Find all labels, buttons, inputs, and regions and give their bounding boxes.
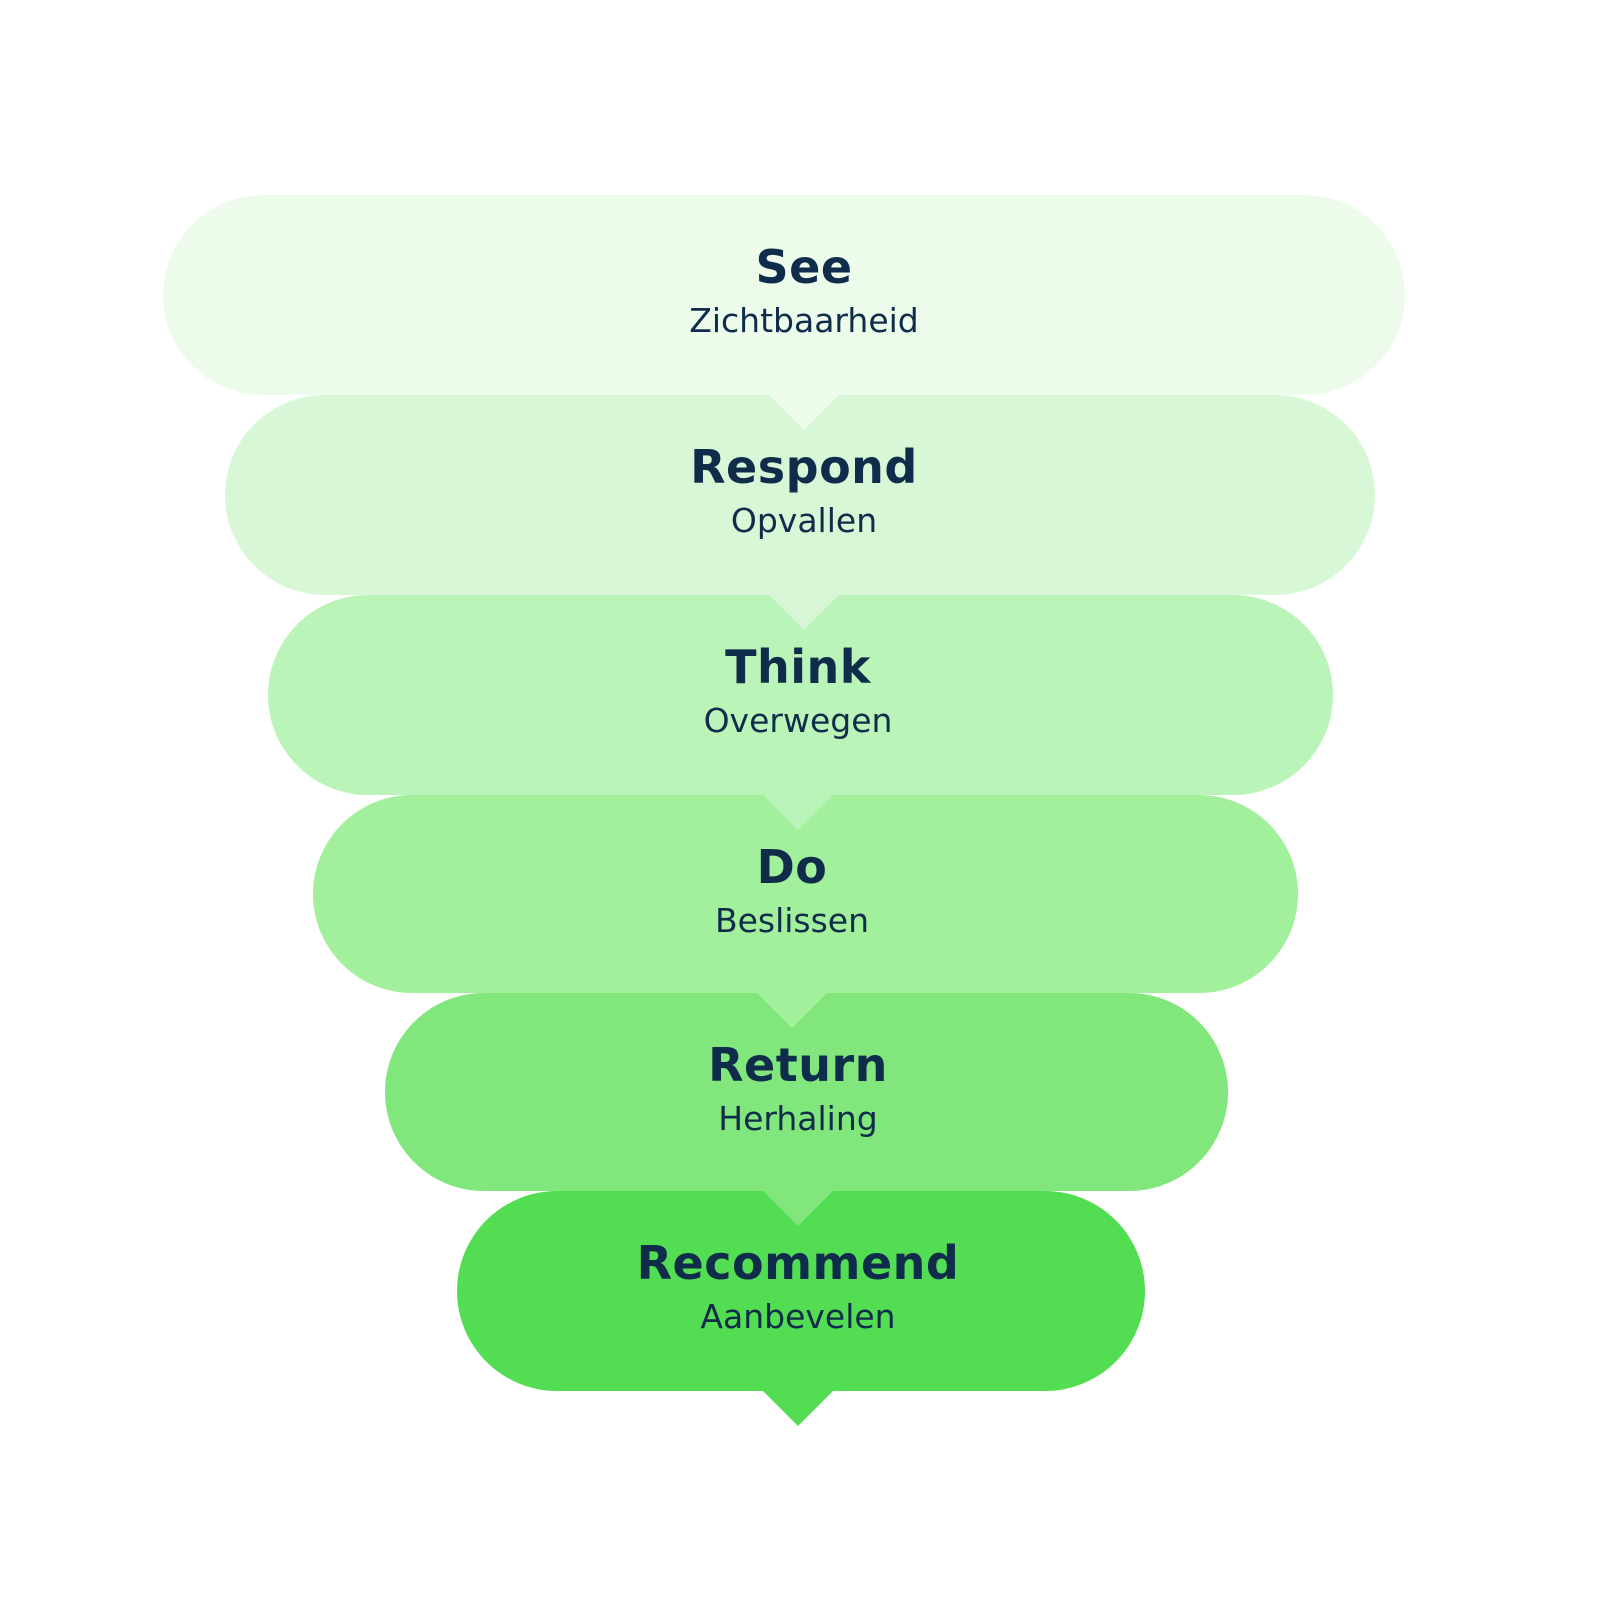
stage-pointer-arrow — [768, 394, 840, 430]
stage-pointer-arrow — [768, 594, 840, 630]
stage-subtitle: Zichtbaarheid — [689, 301, 919, 340]
stage-title: Recommend — [636, 1236, 960, 1290]
stage-pointer-arrow — [762, 1390, 834, 1426]
stage-pointer-arrow — [762, 794, 834, 830]
stage-title: See — [755, 240, 853, 294]
stage-title: Return — [708, 1038, 888, 1092]
stage-subtitle: Opvallen — [730, 501, 878, 540]
stage-title: Do — [756, 840, 828, 894]
stage-subtitle: Overwegen — [703, 701, 893, 740]
stage-pointer-arrow — [756, 992, 828, 1028]
stage-subtitle: Beslissen — [714, 901, 870, 940]
stage-title: Think — [725, 640, 871, 694]
stage-subtitle: Aanbevelen — [700, 1297, 896, 1336]
stage-title: Respond — [690, 440, 918, 494]
stage-subtitle: Herhaling — [718, 1099, 878, 1138]
stage-pointer-arrow — [762, 1190, 834, 1226]
